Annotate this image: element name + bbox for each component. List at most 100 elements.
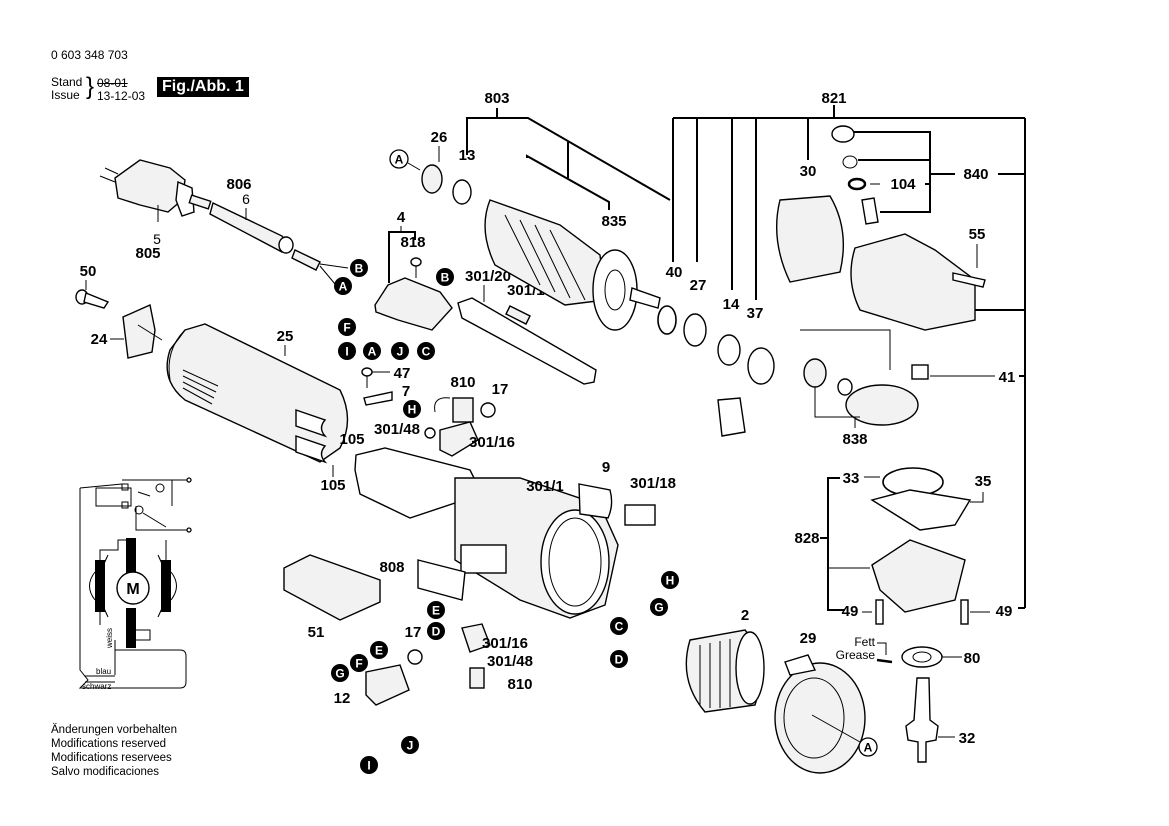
label-806: 806 <box>226 176 251 193</box>
label-12: 12 <box>334 690 351 707</box>
svg-text:H: H <box>408 403 417 417</box>
label-55: 55 <box>969 226 986 243</box>
label-37: 37 <box>747 305 764 322</box>
connector-j-1: J <box>391 342 409 360</box>
label-17-a: 17 <box>492 381 509 398</box>
svg-text:C: C <box>615 620 624 634</box>
plug-assembly <box>99 159 321 271</box>
label-301-16-a: 301/16 <box>469 434 515 451</box>
connector-g-1: G <box>331 664 349 682</box>
label-29: 29 <box>800 630 817 647</box>
label-80: 80 <box>964 650 981 667</box>
gear-housing-head <box>850 233 976 331</box>
label-805: 805 <box>135 245 160 262</box>
label-13: 13 <box>459 147 476 164</box>
connector-d-1: D <box>427 622 445 640</box>
connector-h-1: H <box>403 400 421 418</box>
svg-text:F: F <box>343 321 350 335</box>
label-14: 14 <box>723 296 740 313</box>
label-25: 25 <box>277 328 294 345</box>
label-49-b: 49 <box>996 603 1013 620</box>
svg-text:C: C <box>422 345 431 359</box>
connector-h-2: H <box>661 571 679 589</box>
svg-text:D: D <box>432 625 441 639</box>
note-es: Salvo modificaciones <box>51 766 160 778</box>
label-104: 104 <box>890 176 916 193</box>
label-840: 840 <box>963 166 988 183</box>
note-de: Änderungen vorbehalten <box>51 724 177 736</box>
motor-label: M <box>126 581 139 598</box>
svg-text:A: A <box>395 153 404 167</box>
wiring-schematic: M weiss blau schwarz <box>78 477 192 691</box>
old-date: 08-01 <box>97 76 128 90</box>
connector-c-2: C <box>610 617 628 635</box>
connector-b-1: B <box>350 259 368 277</box>
wire-blau: blau <box>96 667 111 676</box>
grease-label-en: Grease <box>836 648 876 662</box>
label-810-a: 810 <box>450 374 475 391</box>
issue-label: Issue <box>51 88 80 102</box>
connector-b-2: B <box>436 268 454 286</box>
label-828: 828 <box>794 530 819 547</box>
connector-g-2: G <box>650 598 668 616</box>
cord-clamp <box>75 289 163 359</box>
note-en: Modifications reserved <box>51 738 167 750</box>
motor-symbol <box>116 571 150 605</box>
cover-30 <box>776 195 845 283</box>
label-105-a: 105 <box>339 431 364 448</box>
connector-a-2: A <box>363 342 381 360</box>
label-47: 47 <box>394 365 411 382</box>
connector-e-2: E <box>370 641 388 659</box>
label-9: 9 <box>602 459 610 476</box>
gear-housing-body <box>454 477 619 619</box>
label-821: 821 <box>821 90 846 107</box>
svg-text:G: G <box>335 667 344 681</box>
protection-guard <box>774 662 866 774</box>
label-818: 818 <box>400 234 425 251</box>
svg-text:H: H <box>666 574 675 588</box>
switch-rod <box>457 297 597 385</box>
bearing-flange <box>871 539 966 613</box>
connector-d-2: D <box>610 650 628 668</box>
label-105-b: 105 <box>320 477 345 494</box>
svg-text:A: A <box>368 345 377 359</box>
spindle <box>905 677 939 763</box>
label-50: 50 <box>80 263 97 280</box>
revision-block: Stand Issue <box>51 76 82 102</box>
label-33: 33 <box>843 470 860 487</box>
switch-base <box>354 447 483 519</box>
label-835: 835 <box>601 213 626 230</box>
connector-a-1: A <box>334 277 352 295</box>
wire-weiss: weiss <box>105 628 114 649</box>
label-7: 7 <box>402 383 410 400</box>
svg-text:E: E <box>375 644 383 658</box>
label-27: 27 <box>690 277 707 294</box>
connector-f-2: F <box>350 654 368 672</box>
label-24: 24 <box>91 331 108 348</box>
svg-text:B: B <box>355 262 364 276</box>
label-301-20: 301/20 <box>465 268 511 285</box>
label-35: 35 <box>975 473 992 490</box>
label-17-b: 17 <box>405 624 422 641</box>
label-808: 808 <box>379 559 404 576</box>
connector-f-1: F <box>338 318 356 336</box>
label-803: 803 <box>484 90 509 107</box>
label-30: 30 <box>800 163 817 180</box>
label-4: 4 <box>397 209 406 226</box>
connector-i-2: I <box>360 756 378 774</box>
wire-schwarz: schwarz <box>82 682 111 691</box>
label-41: 41 <box>999 369 1016 386</box>
label-40: 40 <box>666 264 683 281</box>
connector-a-4: A <box>858 737 878 757</box>
new-date: 13-12-03 <box>97 89 146 103</box>
svg-text:A: A <box>864 741 873 755</box>
svg-text:I: I <box>367 759 370 773</box>
label-301-18: 301/18 <box>630 475 676 492</box>
label-810-b: 810 <box>507 676 532 693</box>
label-301-1: 301/1 <box>526 478 564 495</box>
label-32: 32 <box>959 730 976 747</box>
label-51: 51 <box>308 624 325 641</box>
label-5: 5 <box>153 231 161 247</box>
label-301-48-b: 301/48 <box>487 653 533 670</box>
